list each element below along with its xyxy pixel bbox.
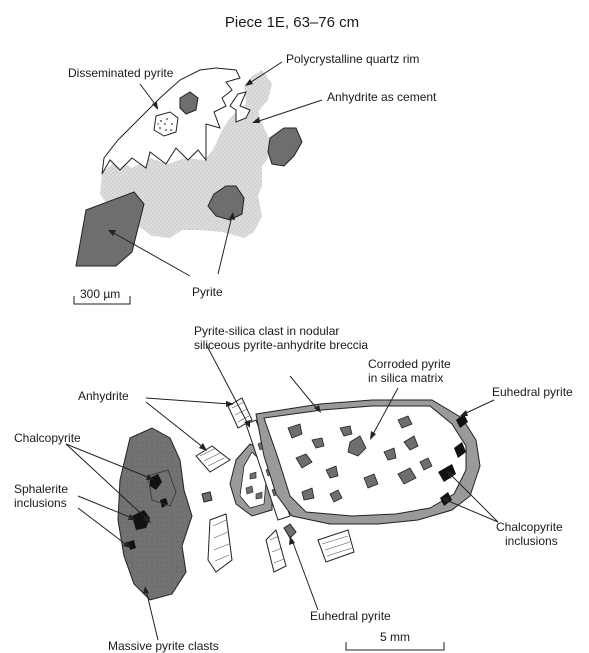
label-pyrite: Pyrite <box>192 285 223 299</box>
label-clast-line2: siliceous pyrite-anhydrite breccia <box>194 338 368 352</box>
label-disseminated-pyrite: Disseminated pyrite <box>68 66 174 80</box>
pyrite-silica-clast <box>264 406 466 516</box>
pyrite-grain-a <box>202 492 212 502</box>
label-euhedral-pyrite-bottom: Euhedral pyrite <box>310 609 391 623</box>
label-corroded-line2: in silica matrix <box>368 371 443 385</box>
label-chalcopyrite: Chalcopyrite <box>14 431 81 445</box>
pyrite-crystal-large <box>76 192 144 266</box>
scale-bar-300um: 300 µm <box>74 287 130 304</box>
figure-title: Piece 1E, 63–76 cm <box>225 14 359 31</box>
scale-bar-5mm-label: 5 mm <box>380 630 410 644</box>
upper-panel: Disseminated pyrite Polycrystalline quar… <box>68 52 437 304</box>
label-clast-line1: Pyrite-silica clast in nodular <box>194 324 339 338</box>
pyrite-grain-b <box>284 524 296 538</box>
label-anhydrite: Anhydrite <box>78 389 129 403</box>
anhydrite-cement-grain <box>268 128 302 166</box>
lower-panel: Pyrite-silica clast in nodular siliceous… <box>14 324 573 653</box>
label-chalco-incl-line2: inclusions <box>505 534 558 548</box>
label-massive-pyrite-clasts: Massive pyrite clasts <box>108 639 219 653</box>
scale-bar-5mm: 5 mm <box>346 630 444 650</box>
label-euhedral-pyrite-right: Euhedral pyrite <box>492 385 573 399</box>
label-corroded-line1: Corroded pyrite <box>368 357 451 371</box>
scale-bar-300um-label: 300 µm <box>80 287 120 301</box>
label-chalco-incl-line1: Chalcopyrite <box>496 520 563 534</box>
massive-pyrite-clast <box>118 428 192 600</box>
label-anhydrite-as-cement: Anhydrite as cement <box>327 90 437 104</box>
label-sphalerite-line1: Sphalerite <box>14 482 68 496</box>
label-sphalerite-line2: inclusions <box>14 496 67 510</box>
label-polycrystalline-quartz-rim: Polycrystalline quartz rim <box>286 52 419 66</box>
